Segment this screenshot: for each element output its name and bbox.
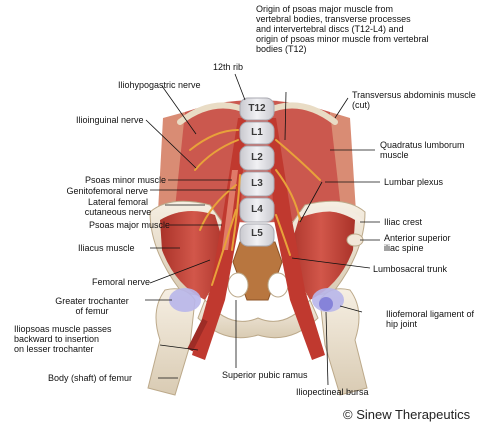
label-ilioinguinal-nerve: Ilioinguinal nerve — [76, 115, 144, 125]
vertebra-body — [239, 223, 275, 247]
femur-right — [319, 288, 368, 396]
label-greater-trochanter: Greater trochanter of femur — [55, 296, 129, 316]
iliopsoas-tendon — [187, 318, 208, 352]
femoral-nerve — [211, 209, 237, 286]
label-12th-rib: 12th rib — [213, 62, 244, 72]
transversus-right — [330, 112, 356, 218]
lateral-femoral-cutaneous-nerve — [199, 184, 237, 231]
copyright-notice: © Sinew Therapeutics — [343, 407, 471, 422]
vertebra-label: L3 — [251, 178, 263, 189]
pelvic-brim — [197, 299, 319, 339]
lumbar-plexus-right-2 — [275, 169, 301, 221]
label-lumbosacral-trunk: Lumbosacral trunk — [373, 264, 448, 274]
iliohypogastric-nerve — [189, 129, 239, 151]
label-femur-shaft: Body (shaft) of femur — [48, 373, 133, 383]
label-lumbar-plexus: Lumbar plexus — [384, 177, 444, 187]
label-quadratus-lumborum: Quadratus lumborum muscle — [380, 140, 465, 160]
obturator-left — [227, 272, 249, 298]
label-lateral-femoral-cutaneous: Lateral femoral cutaneous nerve — [84, 197, 152, 217]
iliacus-left — [160, 211, 228, 300]
vertebral-column — [239, 97, 275, 247]
vertebra-label: T12 — [248, 103, 266, 114]
vertebra-label: L1 — [251, 127, 263, 138]
lumbosacral-trunk — [275, 214, 291, 256]
label-iliopectineal-bursa: Iliopectineal bursa — [296, 387, 369, 397]
label-psoas-minor: Psoas minor muscle — [84, 175, 166, 185]
vertebra-body — [239, 121, 275, 145]
iliofemoral-ligament-left — [169, 288, 201, 312]
label-superior-pubic-ramus: Superior pubic ramus — [222, 370, 308, 380]
label-iliacus: Iliacus muscle — [78, 243, 135, 253]
label-iliohypogastric-nerve: Iliohypogastric nerve — [118, 80, 201, 90]
ilioinguinal-nerve — [194, 139, 239, 171]
vertebra-body — [239, 145, 275, 171]
iliacus-right — [287, 211, 355, 300]
label-femoral-nerve: Femoral nerve — [92, 277, 151, 287]
label-psoas-major: Psoas major muscle — [88, 220, 170, 230]
lumbar-plexus-right-1 — [275, 139, 321, 181]
leader-lines — [145, 73, 380, 386]
label-iliopsoas-insertion: Iliopsoas muscle passes backward to inse… — [14, 324, 112, 354]
vertebra-label: L2 — [251, 152, 263, 163]
label-iliofemoral-ligament: Iliofemoral ligament of hip joint — [386, 309, 475, 329]
iliac-crest-right — [299, 206, 364, 224]
vertebra-body — [239, 97, 275, 121]
label-transversus-abdominis: Transversus abdominis muscle (cut) — [352, 90, 476, 110]
vertebra-label: L5 — [251, 228, 263, 239]
label-origin-psoas: Origin of psoas major muscle from verteb… — [256, 4, 429, 54]
vertebra-label: L4 — [251, 204, 263, 215]
lumbar-plexus-nerves — [189, 129, 321, 286]
obturator-right — [267, 272, 289, 298]
label-genitofemoral-nerve: Genitofemoral nerve — [66, 186, 148, 196]
iliopectineal-bursa — [319, 297, 333, 311]
genitofemoral-nerve — [231, 174, 241, 251]
vertebra-body — [239, 197, 275, 223]
label-asis: Anterior superior iliac spine — [384, 233, 451, 253]
label-iliac-crest: Iliac crest — [384, 217, 423, 227]
